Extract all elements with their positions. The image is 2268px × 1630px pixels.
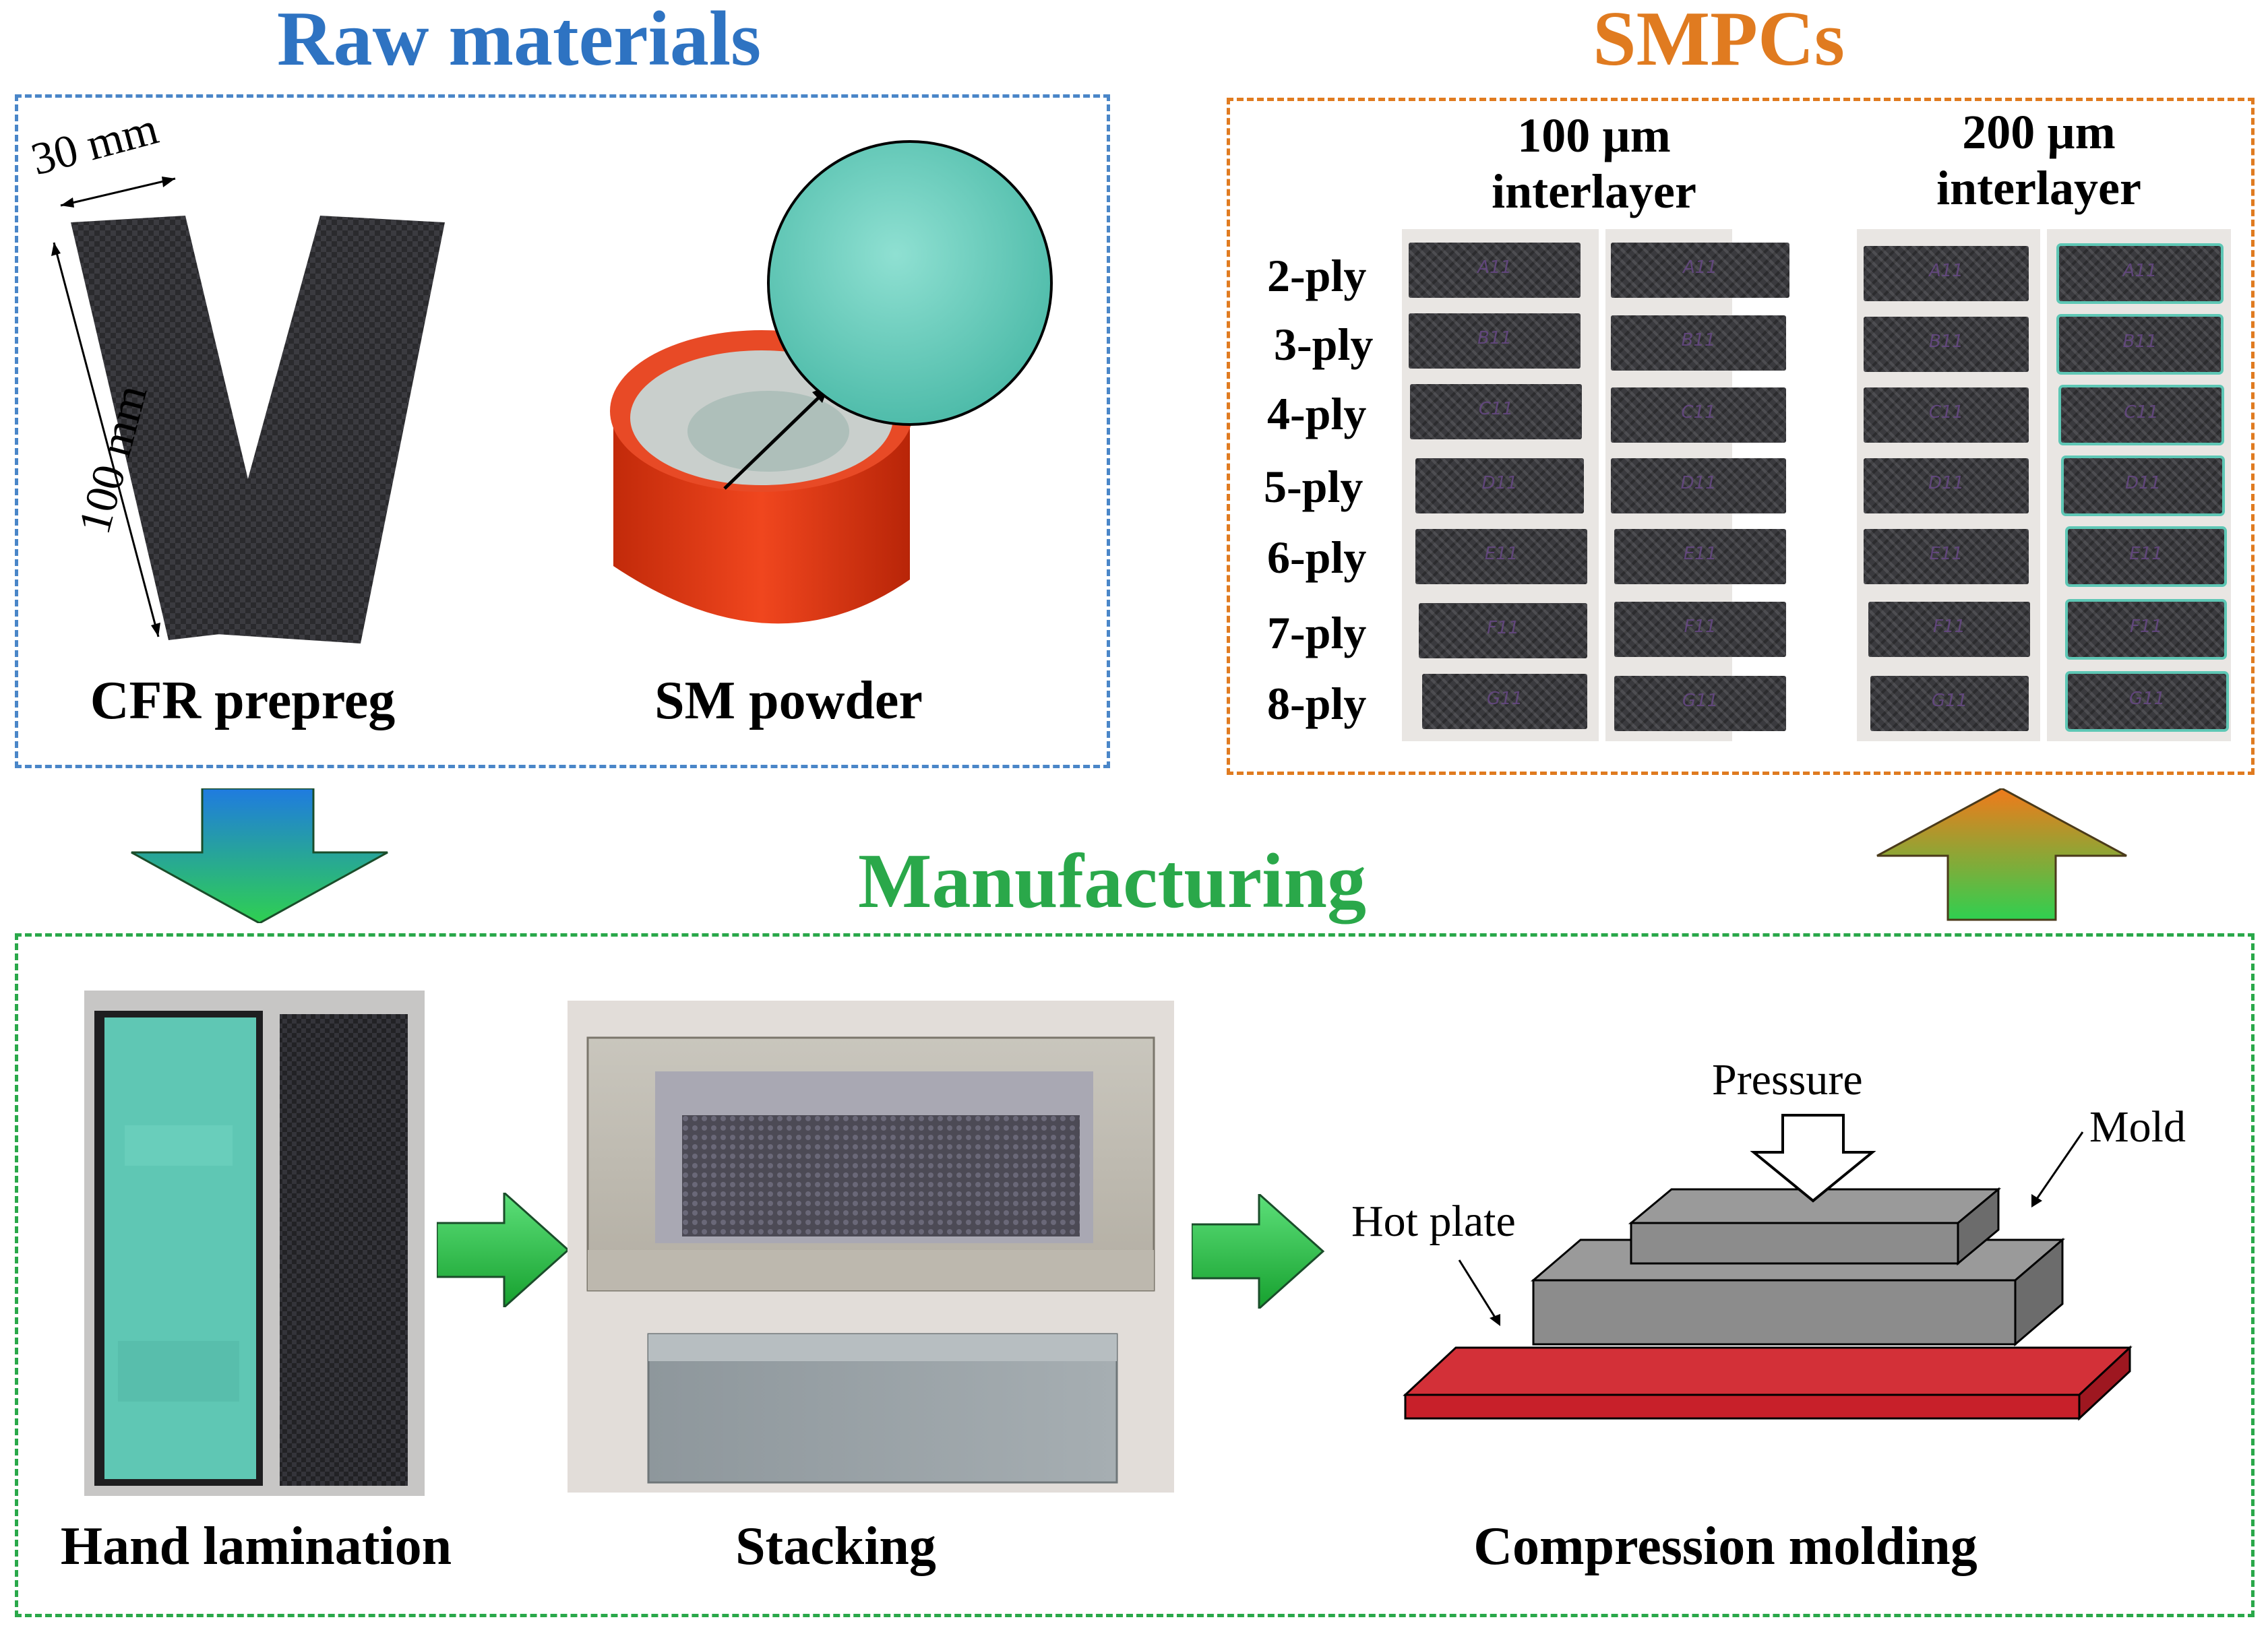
specimen-strip: A11 — [1864, 246, 2029, 301]
hand-lamination-photo — [84, 991, 425, 1496]
raw-materials-box — [15, 94, 1110, 768]
specimen-strip: C11 — [2061, 387, 2221, 443]
smpcs-box — [1227, 98, 2255, 775]
specimen-strip: E11 — [1864, 529, 2029, 584]
specimen-strip: D11 — [2064, 458, 2222, 513]
specimen-strip: B11 — [1611, 315, 1786, 371]
specimen-strip: F11 — [1868, 602, 2030, 657]
hot-plate — [1403, 1346, 2133, 1396]
prepreg-strip-left — [71, 216, 283, 640]
ply-label-3: 3-ply — [1274, 319, 1374, 370]
specimen-strip: B11 — [1864, 317, 2029, 372]
stacking-photo — [568, 1001, 1174, 1493]
step-arrow-icon — [437, 1193, 570, 1307]
pressure-arrow-icon — [1750, 1114, 1876, 1203]
cfr-prepreg-caption: CFR prepreg — [90, 671, 396, 730]
specimen-strip: B11 — [2059, 317, 2221, 372]
manufacturing-box — [15, 933, 2255, 1617]
up-arrow-icon — [1876, 788, 2127, 921]
stacking-caption: Stacking — [735, 1517, 936, 1576]
col-100um-header: 100 µm interlayer — [1492, 108, 1696, 218]
ply-label-6: 6-ply — [1267, 532, 1367, 583]
specimen-strip: E11 — [2068, 529, 2224, 584]
specimen-strip: C11 — [1611, 387, 1786, 443]
mold-label: Mold — [2089, 1102, 2186, 1152]
hand-lamination-caption: Hand lamination — [60, 1517, 452, 1576]
specimen-strip: G11 — [2068, 674, 2226, 729]
step-arrow-icon — [1192, 1194, 1325, 1309]
specimen-strip: B11 — [1409, 313, 1581, 369]
col-200um-header: 200 µm interlayer — [1936, 105, 2141, 215]
specimen-strip: G11 — [1870, 676, 2029, 731]
specimen-strip: A11 — [1409, 243, 1581, 298]
ply-label-8: 8-ply — [1267, 678, 1367, 729]
sm-powder-photo — [610, 140, 1053, 624]
ply-label-2: 2-ply — [1267, 250, 1367, 301]
smpcs-title: SMPCs — [1593, 0, 1845, 82]
cfr-prepreg-photo — [51, 177, 445, 644]
specimen-strip: F11 — [1419, 603, 1587, 658]
specimen-strip: A11 — [2059, 246, 2221, 301]
manufacturing-title: Manufacturing — [858, 838, 1366, 924]
powder-magnified-circle — [767, 140, 1053, 426]
compression-molding-caption: Compression molding — [1473, 1517, 1978, 1576]
raw-materials-title: Raw materials — [276, 0, 762, 82]
down-arrow-icon — [131, 788, 388, 923]
compression-molding-diagram — [1403, 1114, 2133, 1421]
specimen-strip: D11 — [1611, 458, 1786, 513]
ply-label-7: 7-ply — [1267, 607, 1367, 658]
ply-label-4: 4-ply — [1267, 388, 1367, 439]
pressure-label: Pressure — [1712, 1055, 1863, 1104]
specimen-strip: F11 — [2068, 602, 2224, 657]
specimen-strip: E11 — [1415, 529, 1587, 584]
specimen-strip: E11 — [1614, 529, 1786, 584]
specimen-strip: G11 — [1422, 674, 1587, 729]
specimen-strip: F11 — [1614, 602, 1786, 657]
specimen-strip: D11 — [1864, 458, 2029, 513]
prepreg-strip-right — [206, 216, 445, 644]
hot-plate-label: Hot plate — [1351, 1197, 1516, 1246]
specimen-strip: C11 — [1864, 387, 2029, 443]
sm-powder-caption: SM powder — [654, 671, 923, 730]
ply-label-5: 5-ply — [1264, 461, 1363, 512]
specimen-strip: G11 — [1614, 676, 1786, 731]
specimen-strip: C11 — [1410, 384, 1582, 439]
specimen-strip: A11 — [1611, 243, 1789, 298]
specimen-strip: D11 — [1415, 458, 1584, 513]
